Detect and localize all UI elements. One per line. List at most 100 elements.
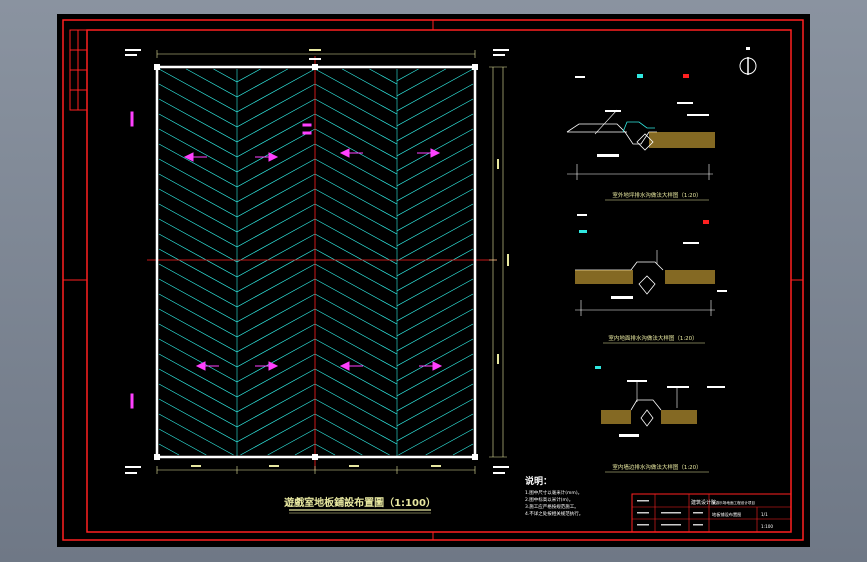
flow-arrow-icon [183,152,207,162]
column-marker-icon [472,454,478,460]
hatch-line [158,383,238,428]
hatch-line [342,68,398,100]
hatch-line [314,83,398,130]
flow-arrow-icon [255,361,279,371]
hatch-line [396,278,474,322]
hatch-line [236,248,316,293]
hatch-line [398,413,474,456]
dimension-lines [156,50,507,474]
hatch-line [158,173,238,218]
section-fill [661,410,697,424]
column-marker-icon [312,64,318,70]
hatch-line [294,443,316,456]
notes-title: 说明： [525,475,552,487]
section-title-1: 室外地坪排水沟做法大样图（1:20） [612,191,701,199]
hatch-line [236,293,316,338]
hatch-line [314,353,398,400]
notes-block: 说明： 1.图中尺寸以毫米计(mm)。 2.图中标高以米计(m)。 3.施工应严… [525,475,583,517]
hatch-line [236,143,316,188]
hatch-line [396,68,419,82]
hatch-line [236,68,288,98]
hatch-line [236,128,316,173]
hatch-line [158,323,238,368]
corner-labels [125,49,509,474]
hatch-line [236,233,316,278]
title-block-company: 建筑设计院 [691,499,716,506]
hatch-line [314,113,398,160]
flow-arrows [130,111,443,409]
hatch-line [314,158,398,205]
hatch-line [236,98,316,143]
hatch-line [158,233,238,278]
hatch-line [158,98,238,143]
hatch-line [267,428,316,456]
column-markers [154,64,478,460]
hatch-line [158,353,238,398]
hatch-line [236,113,316,158]
column-marker-icon [472,64,478,70]
section-detail-2: 室内地面排水沟做法大样图（1:20） [575,214,727,344]
hatch-line [396,368,474,412]
note-2: 2.图中标高以米计(m)。 [525,496,573,503]
section-fill [601,410,631,424]
hatch-line [396,338,474,382]
hatch-line [396,398,474,442]
hatch-line [314,338,398,385]
hatch-line [452,443,474,456]
hatch-line [314,143,398,190]
section-title-3: 室内墙边排水沟做法大样图（1:20） [612,463,701,471]
hatch-line [314,428,363,456]
section-fill [665,270,715,284]
hatch-line [314,263,398,310]
flow-arrow-icon [195,361,219,371]
dimension-values [191,49,509,467]
hatch-line [213,68,238,83]
hatch-line [396,383,474,427]
hatch-line [396,323,474,367]
hatch-line [158,368,238,413]
hatch-line [236,68,261,83]
hatch-line [396,98,474,142]
hatch-line [158,398,238,443]
hatch-line [158,308,238,353]
hatch-line [236,398,316,443]
hatch-line [158,263,238,308]
hatch-line [236,68,316,113]
hatch-line [396,203,474,247]
hatch-line [236,218,316,263]
hatch-line [396,263,474,307]
hatch-line [158,143,238,188]
hatch-line [240,413,316,456]
hatch-line [314,98,398,145]
hatch-line [314,293,398,340]
title-block-project: 某游乐场地面工程设计项目 [712,500,755,505]
hatch-line [236,353,316,398]
note-3: 3.施工应严格按规范施工。 [525,503,579,510]
hatch-line [158,338,238,383]
hatch-line [396,143,474,187]
hatch-line [314,278,398,325]
hatch-line [236,323,316,368]
hatch-line [396,113,474,157]
hatch-line [158,293,238,338]
hatch-line [396,188,474,232]
drawing-sheet: 遊戲室地板鋪設布置圖（1:100） 说明： 1.图中尺寸以毫米计(mm)。 2.… [57,14,810,547]
herringbone-hatch [158,68,474,456]
hatch-line [158,278,238,323]
flow-arrow-icon [339,361,363,371]
hatch-line [314,68,398,115]
section-detail-3: 室内墙边排水沟做法大样图（1:20） [595,366,725,473]
hatch-line [236,263,316,308]
hatch-line [158,68,238,113]
section-fill [575,270,633,284]
hatch-line [396,128,474,172]
note-1: 1.图中尺寸以毫米计(mm)。 [525,489,582,496]
inner-frame [86,29,792,533]
north-arrow-icon [739,47,757,75]
hatch-line [396,158,474,202]
hatch-line [396,68,446,97]
hatch-line [158,113,238,158]
hatch-line [396,308,474,352]
hatch-line [314,188,398,235]
